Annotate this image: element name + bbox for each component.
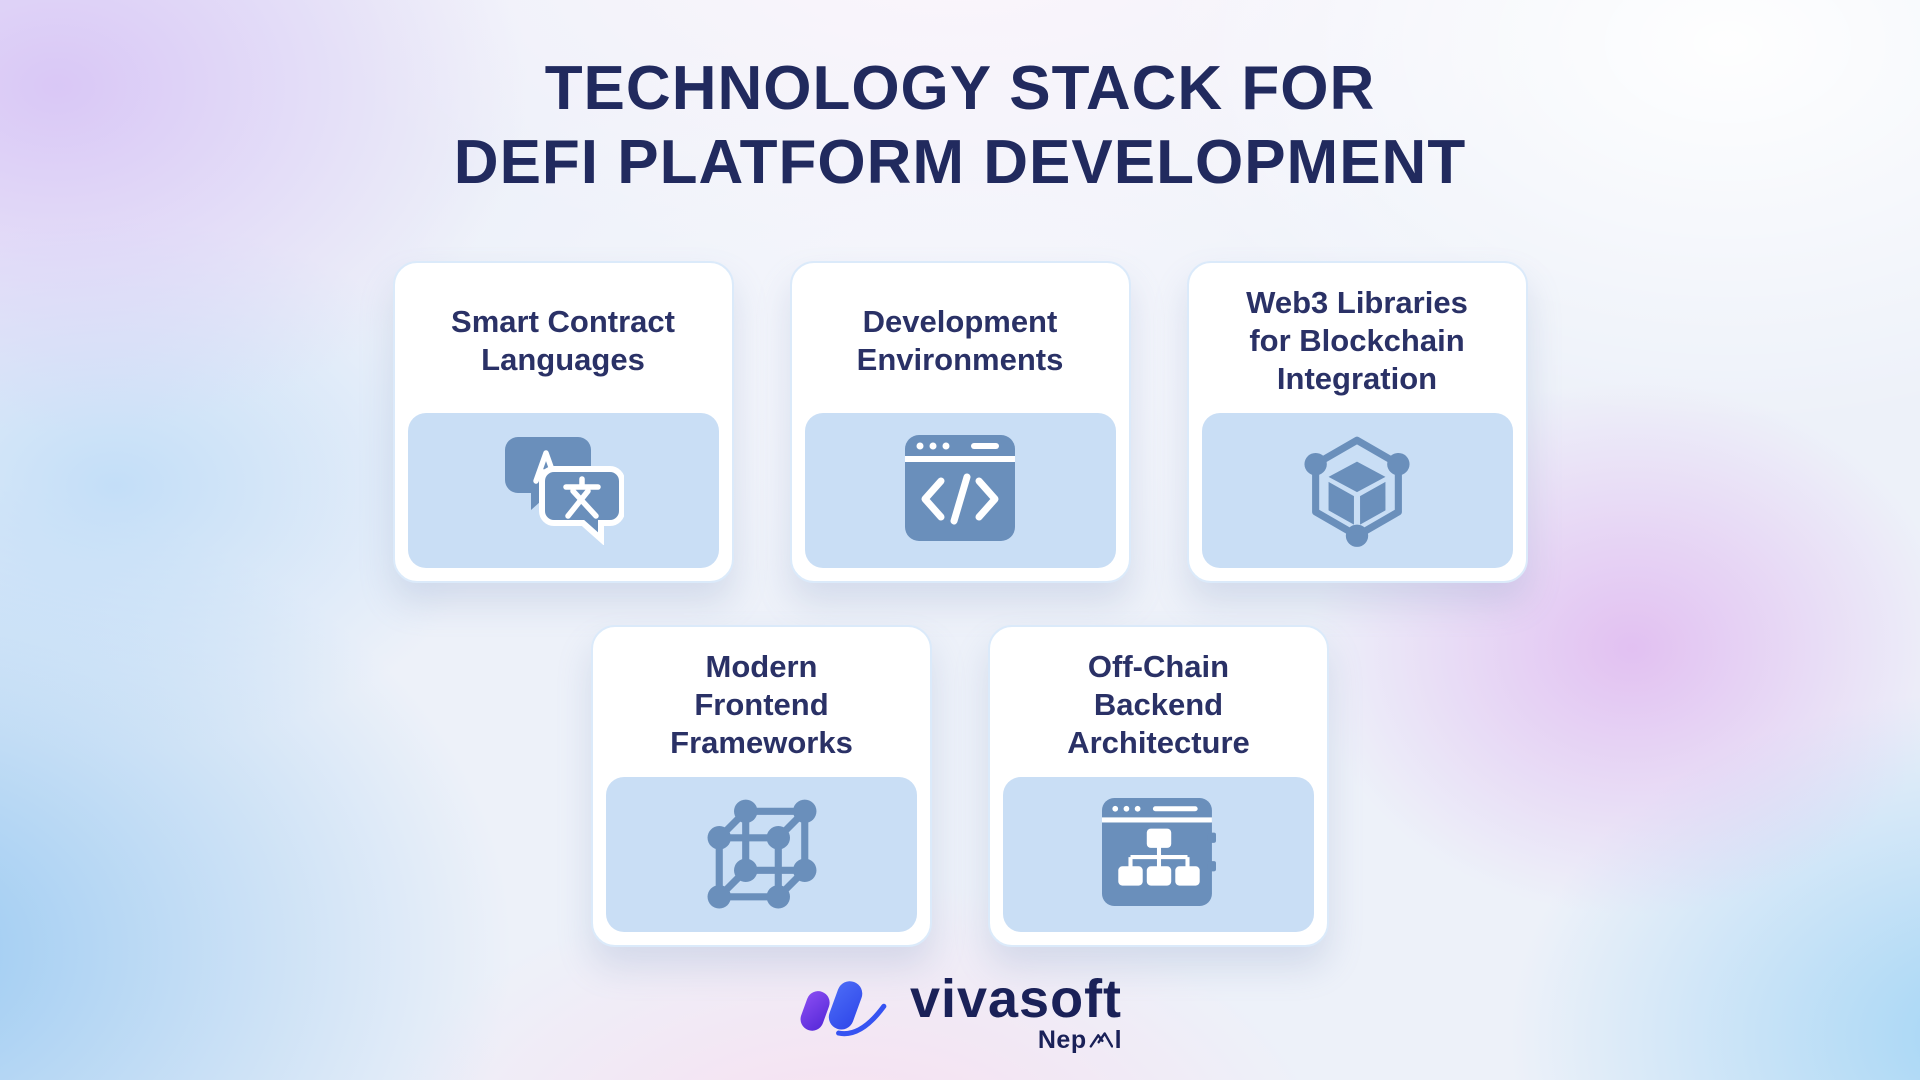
sitemap-window-icon: [1101, 798, 1216, 911]
card-icon-panel: [407, 413, 719, 568]
page-title-line-2: DEFI PLATFORM DEVELOPMENT: [453, 128, 1467, 197]
card-icon-panel: [1003, 777, 1314, 932]
card-title-line: Integration: [1276, 361, 1438, 396]
card-icon-panel: [606, 777, 917, 932]
card-title-line: Development: [862, 304, 1058, 339]
mountain-icon: [1089, 1028, 1113, 1053]
brand-name: vivasoft: [909, 969, 1123, 1029]
card-title-line: Frameworks: [670, 725, 853, 760]
lattice-cube-icon: [705, 795, 819, 914]
card-title: Web3 Libraries for Blockchain Integratio…: [1189, 263, 1526, 413]
card-title-line: Environments: [856, 342, 1064, 377]
card-title-line: Languages: [481, 342, 645, 377]
code-window-icon: [905, 435, 1015, 546]
card-row-bottom: Modern Frontend Frameworks: [0, 625, 1920, 947]
card-title-line: Web3 Libraries: [1246, 285, 1468, 320]
card-offchain-backend-architecture: Off-Chain Backend Architecture: [988, 625, 1329, 947]
card-title-line: Frontend: [694, 687, 829, 722]
card-row-top: Smart Contract Languages Development Env…: [0, 261, 1920, 583]
card-modern-frontend-frameworks: Modern Frontend Frameworks: [591, 625, 932, 947]
card-development-environments: Development Environments: [789, 261, 1131, 583]
card-title: Development Environments: [792, 263, 1129, 413]
card-icon-panel: [1201, 413, 1513, 568]
card-title-line: Backend: [1093, 687, 1224, 722]
page-title-line-1: TECHNOLOGY STACK FOR: [544, 54, 1376, 123]
card-title-line: for Blockchain: [1249, 323, 1465, 358]
card-title: Smart Contract Languages: [395, 263, 732, 413]
brand-region-suffix: l: [1114, 1026, 1123, 1054]
translation-chat-icon: [502, 431, 625, 550]
card-title-line: Architecture: [1067, 725, 1250, 760]
card-title-line: Off-Chain: [1087, 649, 1230, 684]
vivasoft-logo-mark: [798, 976, 894, 1049]
footer-brand: vivasoft Nep l: [0, 972, 1920, 1053]
card-icon-panel: [804, 413, 1116, 568]
card-title: Off-Chain Backend Architecture: [990, 627, 1327, 777]
card-web3-libraries: Web3 Libraries for Blockchain Integratio…: [1186, 261, 1528, 583]
card-title: Modern Frontend Frameworks: [593, 627, 930, 777]
brand-region-prefix: Nep: [1037, 1026, 1087, 1054]
brand-region: Nep l: [1038, 1028, 1122, 1053]
blockchain-cube-icon: [1296, 425, 1418, 556]
card-title-line: Smart Contract: [451, 304, 675, 339]
card-smart-contract-languages: Smart Contract Languages: [392, 261, 734, 583]
card-title-line: Modern: [705, 649, 818, 684]
page-title: TECHNOLOGY STACK FOR DEFI PLATFORM DEVEL…: [0, 52, 1920, 200]
